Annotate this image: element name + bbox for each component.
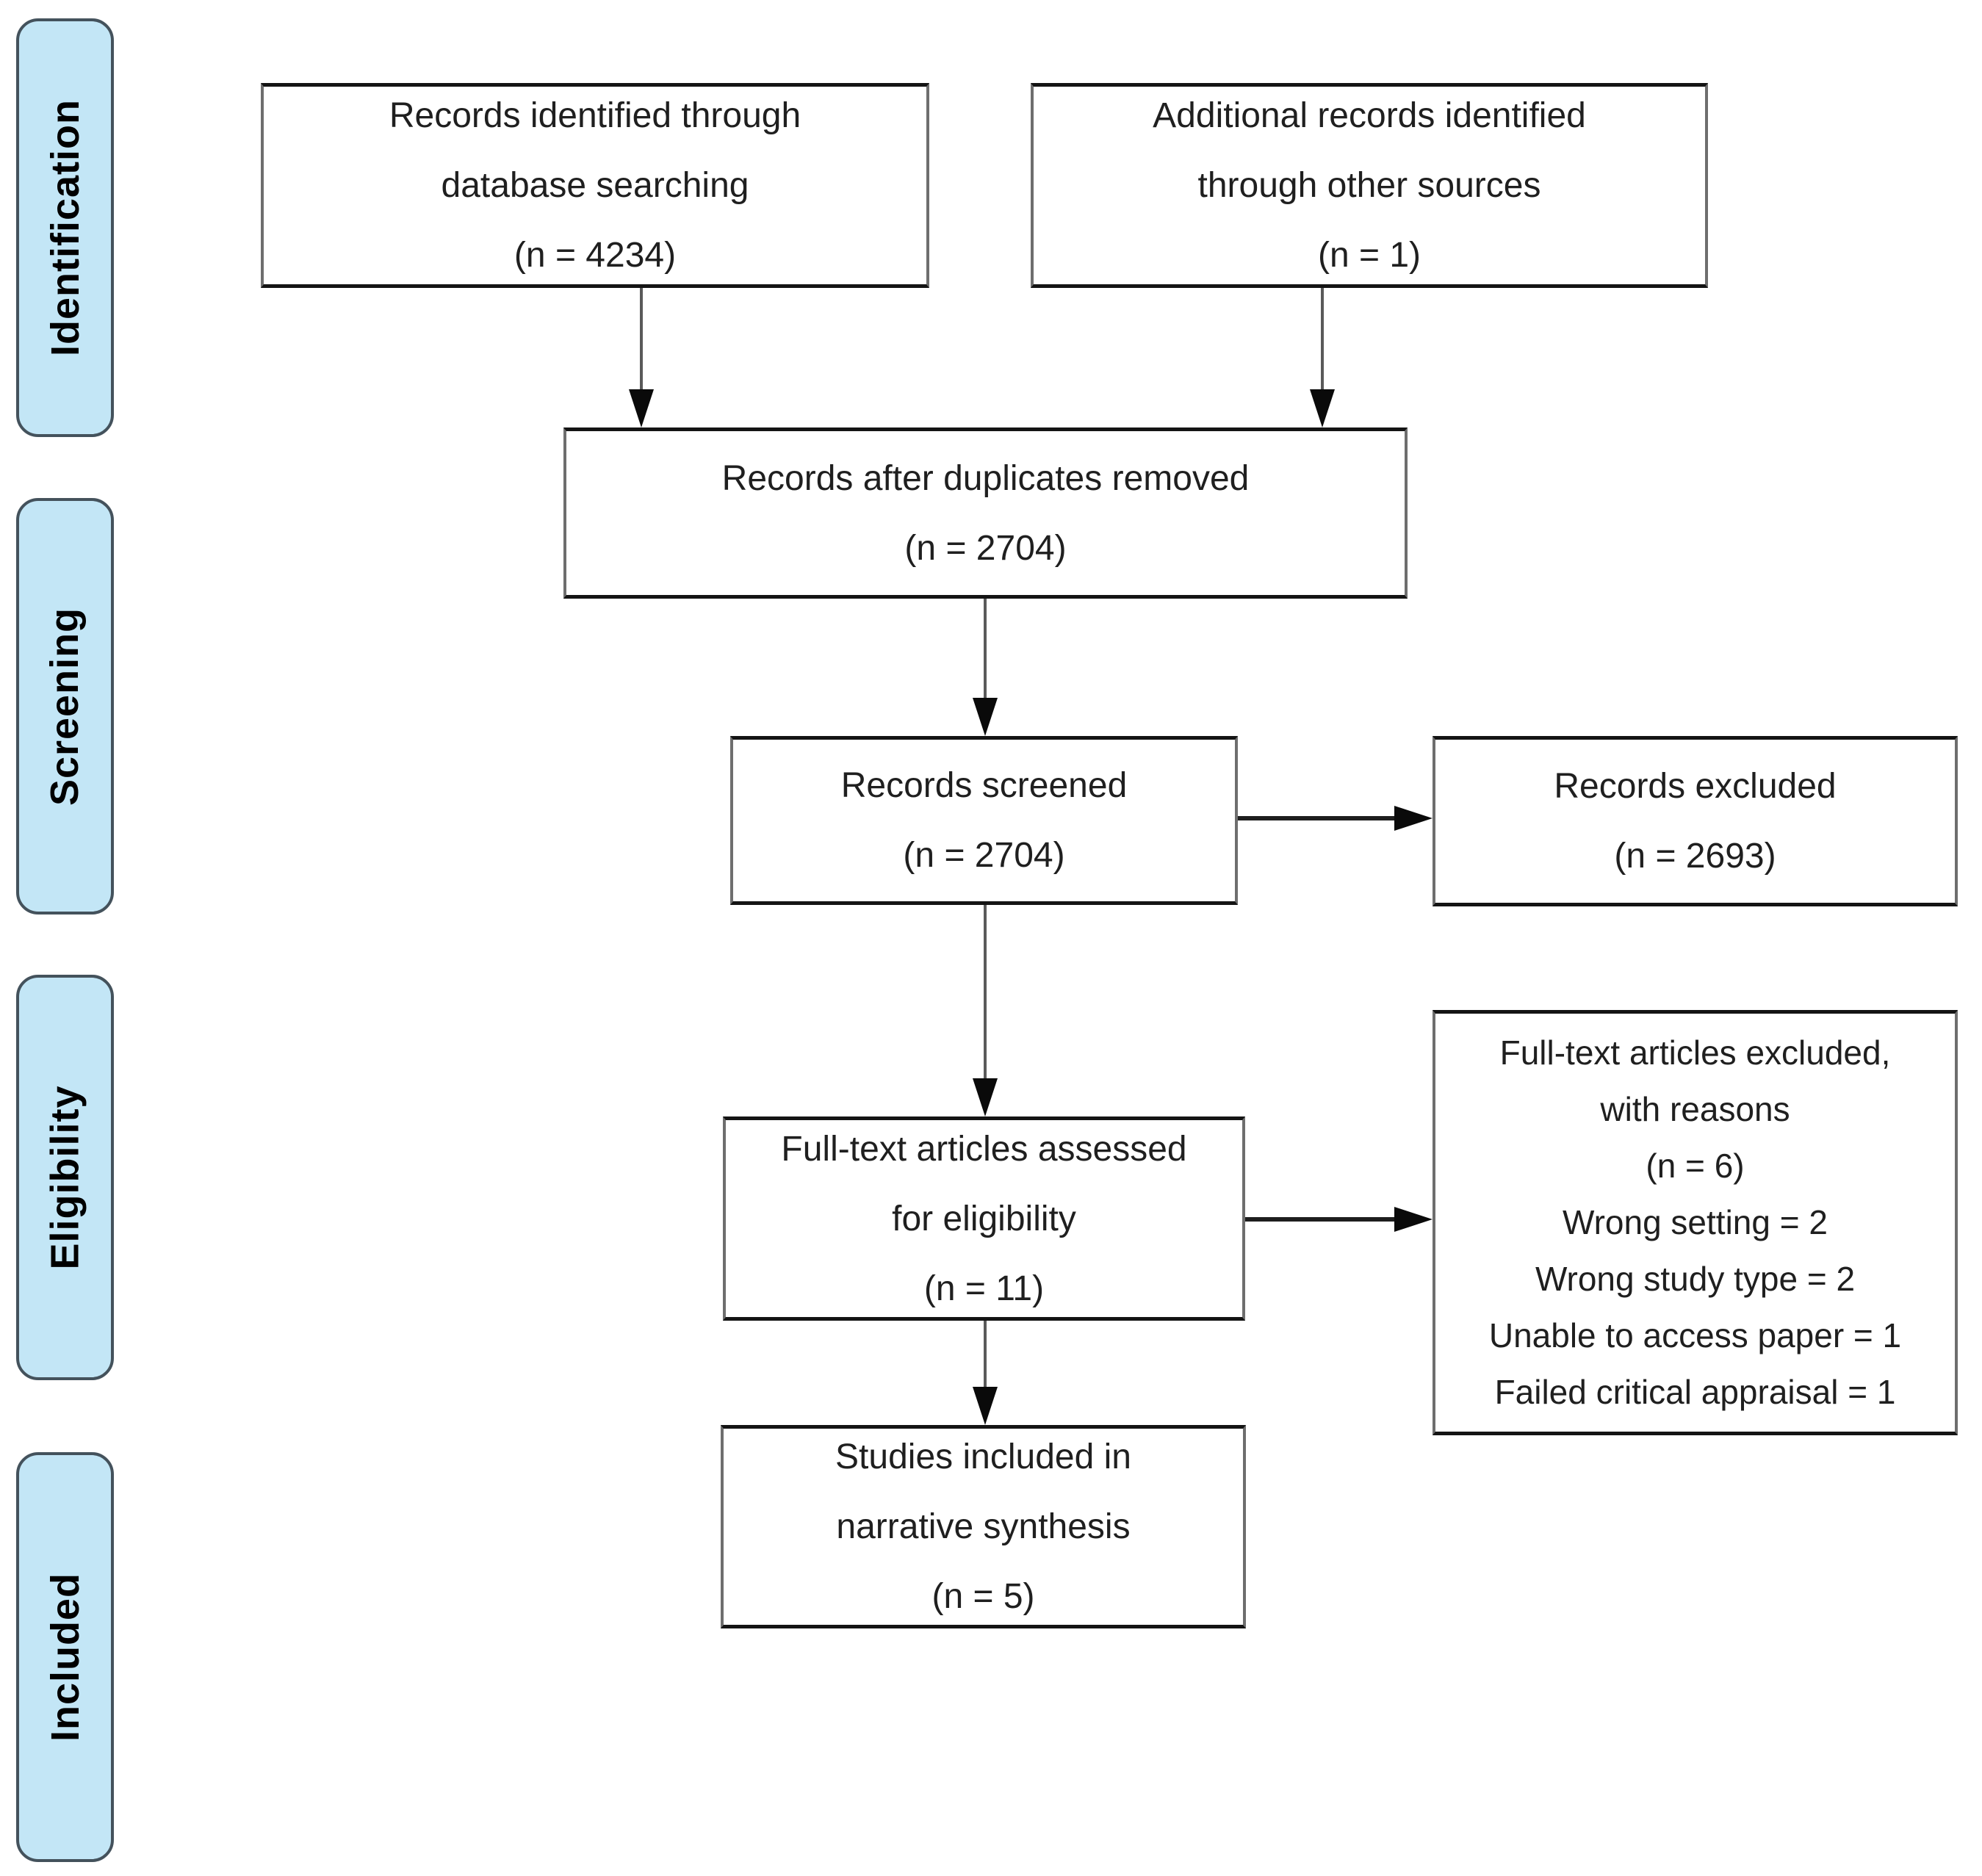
arrow-screened-to-excluded-head-icon bbox=[1394, 806, 1433, 831]
box-line: (n = 4234) bbox=[513, 236, 677, 275]
arrow-screened-to-fulltext-line bbox=[984, 905, 987, 1080]
box-line: Full-text articles excluded, bbox=[1499, 1033, 1891, 1072]
box-records-identified: Records identified through database sear… bbox=[261, 83, 929, 288]
box-records-screened: Records screened (n = 2704) bbox=[730, 736, 1238, 905]
box-duplicates-removed: Records after duplicates removed (n = 27… bbox=[563, 427, 1408, 599]
arrow-fulltext-to-excluded-line bbox=[1245, 1217, 1395, 1222]
arrow-screened-to-fulltext-head-icon bbox=[973, 1078, 998, 1116]
stage-label-identification-text: Identification bbox=[43, 99, 87, 356]
box-records-excluded: Records excluded (n = 2693) bbox=[1433, 736, 1958, 906]
box-line: database searching bbox=[441, 166, 749, 205]
arrow-additional-to-deduplicated-head-icon bbox=[1310, 389, 1335, 427]
arrow-identified-to-deduplicated-head-icon bbox=[629, 389, 654, 427]
stage-label-included: Included bbox=[16, 1452, 114, 1862]
box-line: Failed critical appraisal = 1 bbox=[1494, 1373, 1896, 1411]
box-line: Unable to access paper = 1 bbox=[1488, 1316, 1902, 1354]
box-line: (n = 5) bbox=[931, 1577, 1035, 1616]
arrow-screened-to-excluded-line bbox=[1238, 816, 1396, 820]
box-line: Records identified through bbox=[389, 96, 801, 135]
box-line: narrative synthesis bbox=[836, 1507, 1131, 1546]
arrow-deduplicated-to-screened-line bbox=[984, 599, 987, 699]
box-fulltext-excluded: Full-text articles excluded, with reason… bbox=[1433, 1010, 1958, 1435]
stage-label-included-text: Included bbox=[43, 1572, 87, 1742]
box-line: (n = 2693) bbox=[1614, 837, 1776, 876]
box-line: Records excluded bbox=[1554, 767, 1837, 806]
arrow-fulltext-to-included-head-icon bbox=[973, 1387, 998, 1425]
box-line: Wrong study type = 2 bbox=[1535, 1260, 1856, 1298]
arrow-deduplicated-to-screened-head-icon bbox=[973, 698, 998, 736]
box-line: for eligibility bbox=[892, 1199, 1076, 1238]
box-line: (n = 1) bbox=[1317, 236, 1421, 275]
box-additional-records: Additional records identified through ot… bbox=[1031, 83, 1708, 288]
arrow-identified-to-deduplicated-line bbox=[640, 288, 643, 391]
box-line: (n = 11) bbox=[923, 1269, 1045, 1308]
stage-label-eligibility-text: Eligibility bbox=[43, 1085, 87, 1270]
box-line: Records after duplicates removed bbox=[721, 458, 1250, 498]
box-line: through other sources bbox=[1197, 166, 1541, 205]
stage-label-identification: Identification bbox=[16, 18, 114, 437]
box-line: Records screened bbox=[840, 766, 1128, 805]
box-line: (n = 6) bbox=[1646, 1147, 1745, 1185]
arrow-fulltext-to-included-line bbox=[984, 1321, 987, 1388]
box-line: Additional records identified bbox=[1153, 96, 1586, 135]
stage-label-eligibility: Eligibility bbox=[16, 975, 114, 1380]
box-studies-included: Studies included in narrative synthesis … bbox=[721, 1425, 1246, 1628]
stage-label-screening: Screening bbox=[16, 498, 114, 914]
box-line: Studies included in bbox=[835, 1437, 1131, 1476]
stage-label-screening-text: Screening bbox=[43, 607, 87, 806]
box-fulltext-assessed: Full-text articles assessed for eligibil… bbox=[723, 1116, 1245, 1321]
arrow-fulltext-to-excluded-head-icon bbox=[1394, 1207, 1433, 1232]
arrow-additional-to-deduplicated-line bbox=[1321, 288, 1324, 391]
box-line: (n = 2704) bbox=[904, 528, 1067, 568]
box-line: Wrong setting = 2 bbox=[1563, 1203, 1828, 1241]
box-line: (n = 2704) bbox=[903, 836, 1065, 875]
box-line: with reasons bbox=[1600, 1090, 1790, 1128]
box-line: Full-text articles assessed bbox=[781, 1129, 1187, 1169]
